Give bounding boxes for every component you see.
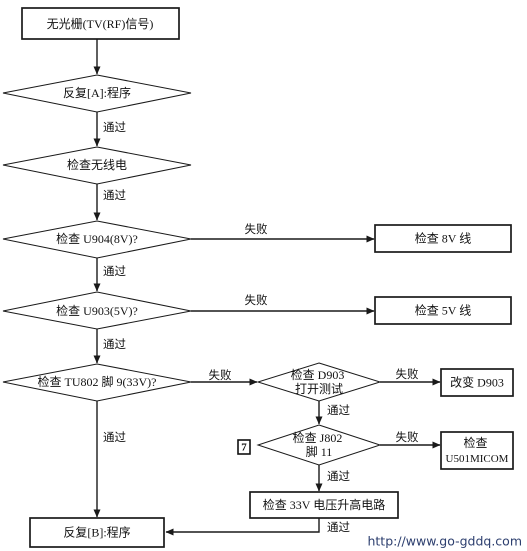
decision-check-d903-line-1: 检查 D903	[291, 367, 345, 382]
box-change-d903-label: 改变 D903	[450, 375, 504, 390]
end-box-label: 反复[B]:程序	[63, 525, 130, 540]
pass-label: 通过	[327, 521, 350, 534]
box-check-5v-label: 检查 5V 线	[415, 303, 471, 318]
decision-check-d903-line-2: 打开测试	[295, 381, 343, 396]
fail-label: 失败	[209, 368, 232, 382]
step-badge: 7	[237, 439, 251, 455]
edges	[93, 39, 441, 536]
decision-check-tu802-label: 检查 TU802 脚 9(33V)?	[38, 374, 157, 389]
decision-check-u903: 检查 U903(5V)?	[2, 291, 192, 330]
decision-step-a: 反复[A]:程序	[2, 74, 192, 113]
pass-label: 通过	[327, 404, 350, 417]
decision-check-j802: 检查 J802 脚 11	[256, 424, 382, 466]
box-check-33v-label: 检查 33V 电压升高电路	[263, 497, 385, 512]
pass-label: 通过	[103, 338, 126, 351]
decision-check-j802-line-2: 脚 11	[306, 444, 333, 459]
box-check-8v: 检查 8V 线	[374, 224, 512, 253]
fail-label: 失败	[245, 293, 268, 307]
decision-check-u904-label: 检查 U904(8V)?	[56, 231, 138, 246]
box-change-d903: 改变 D903	[440, 368, 514, 397]
box-check-5v: 检查 5V 线	[374, 296, 512, 325]
decision-check-d903-label: 检查 D903 打开测试	[291, 367, 348, 396]
end-box: 反复[B]:程序	[29, 517, 165, 548]
fail-label: 失败	[396, 367, 419, 381]
pass-label: 通过	[327, 470, 350, 483]
box-check-33v: 检查 33V 电压升高电路	[249, 491, 399, 519]
box-check-micom-line-1: 检查	[463, 435, 487, 450]
box-check-micom-label: 检查 U501MICOM	[446, 435, 509, 465]
decision-check-u904: 检查 U904(8V)?	[2, 220, 192, 259]
decision-check-radio: 检查无线电	[2, 146, 192, 185]
pass-label: 通过	[103, 431, 126, 444]
start-box: 无光栅(TV(RF)信号)	[21, 7, 180, 40]
box-check-micom-line-2: U501MICOM	[446, 453, 509, 465]
decision-check-j802-label: 检查 J802 脚 11	[293, 430, 346, 459]
decision-check-radio-label: 检查无线电	[67, 157, 127, 172]
start-box-label: 无光栅(TV(RF)信号)	[47, 16, 154, 31]
decision-step-a-label: 反复[A]:程序	[63, 85, 131, 100]
decision-check-j802-line-1: 检查 J802	[293, 430, 343, 445]
decision-check-u903-label: 检查 U903(5V)?	[56, 303, 138, 318]
fail-label: 失败	[396, 430, 419, 444]
pass-label: 通过	[103, 121, 126, 134]
box-check-8v-label: 检查 8V 线	[415, 231, 471, 246]
edge-labels: 通过 通过 通过 通过 通过 通过 通过 通过 失败 失败 失败 失败 失败	[103, 121, 419, 534]
pass-label: 通过	[103, 265, 126, 278]
step-badge-label: 7	[241, 442, 247, 454]
fail-label: 失败	[245, 222, 268, 236]
decision-check-tu802: 检查 TU802 脚 9(33V)?	[2, 363, 192, 402]
edge-33v-to-b	[165, 518, 320, 536]
decision-check-d903: 检查 D903 打开测试	[256, 362, 382, 402]
pass-label: 通过	[103, 189, 126, 202]
watermark: http://www.go-gddq.com	[367, 534, 522, 549]
box-check-micom: 检查 U501MICOM	[440, 431, 514, 470]
